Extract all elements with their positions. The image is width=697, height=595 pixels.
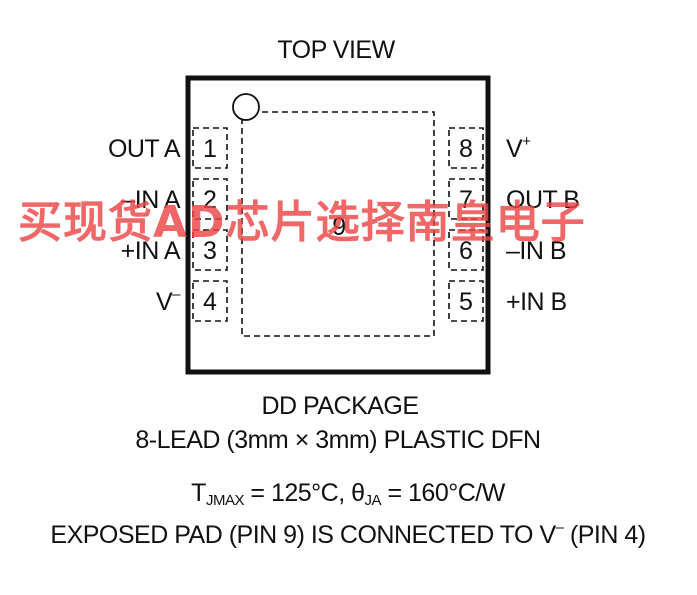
pin-label-8: V+ bbox=[506, 132, 531, 163]
pin-number-5: 5 bbox=[459, 288, 473, 316]
exposed-pad-note: EXPOSED PAD (PIN 9) IS CONNECTED TO V– (… bbox=[50, 518, 646, 549]
package-description: 8-LEAD (3mm × 3mm) PLASTIC DFN bbox=[135, 426, 541, 454]
pin-pad-5 bbox=[448, 280, 484, 322]
pin-label-5: +IN B bbox=[506, 288, 567, 316]
exposed-pad bbox=[241, 111, 435, 337]
pin-label-2: –IN A bbox=[121, 186, 180, 214]
pin1-indicator bbox=[232, 93, 260, 121]
pin-number-8: 8 bbox=[459, 135, 473, 163]
pin-label-7: OUT B bbox=[506, 186, 580, 214]
pin-label-1: OUT A bbox=[107, 135, 181, 163]
pin-pad-7 bbox=[448, 178, 484, 220]
pin-number-7: 7 bbox=[459, 186, 473, 214]
watermark-text: 买现货AD芯片选择南皇电子 bbox=[18, 197, 586, 248]
exposed-pad-number: 9 bbox=[332, 213, 346, 241]
pin-pad-8 bbox=[448, 127, 484, 169]
thermal-spec: TJMAX = 125°C, θJA = 160°C/W bbox=[191, 479, 505, 509]
pin-pad-4 bbox=[192, 280, 228, 322]
package-name: DD PACKAGE bbox=[261, 392, 419, 420]
pin-number-1: 1 bbox=[203, 135, 217, 163]
pin-number-6: 6 bbox=[459, 237, 473, 265]
package-body bbox=[185, 75, 491, 375]
diagram-title: TOP VIEW bbox=[277, 36, 395, 64]
pin-label-4: V– bbox=[155, 285, 181, 316]
pin-number-4: 4 bbox=[203, 288, 217, 316]
pin-pad-6 bbox=[448, 229, 484, 271]
pin-number-2: 2 bbox=[203, 186, 217, 214]
pin-label-6: –IN B bbox=[506, 237, 567, 265]
pin-number-3: 3 bbox=[203, 237, 217, 265]
pin-pad-2 bbox=[192, 178, 228, 220]
pin-label-3: +IN A bbox=[120, 237, 181, 265]
pin-pad-3 bbox=[192, 229, 228, 271]
pin-pad-1 bbox=[192, 127, 228, 169]
